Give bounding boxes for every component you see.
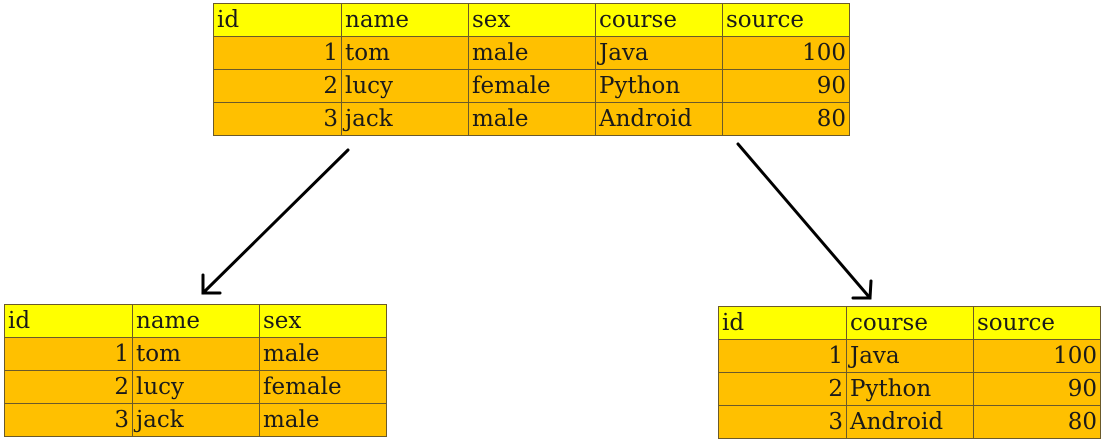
cell-course[interactable]: Python: [595, 69, 723, 103]
cell-course[interactable]: Java: [595, 36, 723, 70]
cell-course[interactable]: Android: [846, 405, 974, 439]
cell-source[interactable]: 80: [722, 102, 850, 136]
table-row: 2 lucy female Python 90: [213, 69, 850, 103]
left-table: id name sex 1 tom male 2 lucy female 3 j…: [4, 304, 387, 437]
cell-name[interactable]: lucy: [132, 370, 260, 404]
cell-course[interactable]: Java: [846, 339, 974, 373]
cell-source[interactable]: 90: [722, 69, 850, 103]
main-table-header-row: id name sex course source: [213, 3, 850, 37]
cell-id[interactable]: 2: [718, 372, 847, 406]
left-table-header-row: id name sex: [4, 304, 387, 338]
cell-id[interactable]: 3: [718, 405, 847, 439]
header-cell[interactable]: source: [722, 3, 850, 37]
cell-source[interactable]: 100: [973, 339, 1101, 373]
cell-name[interactable]: jack: [132, 403, 260, 437]
main-table: id name sex course source 1 tom male Jav…: [213, 3, 850, 136]
table-row: 1 tom male: [4, 337, 387, 371]
cell-name[interactable]: tom: [341, 36, 469, 70]
cell-source[interactable]: 100: [722, 36, 850, 70]
cell-id[interactable]: 2: [213, 69, 342, 103]
header-cell[interactable]: sex: [259, 304, 387, 338]
table-row: 2 lucy female: [4, 370, 387, 404]
arrow-to-right-table: [736, 142, 873, 300]
cell-sex[interactable]: male: [468, 102, 596, 136]
cell-source[interactable]: 90: [973, 372, 1101, 406]
header-cell[interactable]: course: [595, 3, 723, 37]
cell-name[interactable]: lucy: [341, 69, 469, 103]
cell-name[interactable]: jack: [341, 102, 469, 136]
table-row: 3 jack male: [4, 403, 387, 437]
cell-sex[interactable]: male: [259, 337, 387, 371]
header-cell[interactable]: source: [973, 306, 1101, 340]
table-row: 2 Python 90: [718, 372, 1101, 406]
cell-source[interactable]: 80: [973, 405, 1101, 439]
header-cell[interactable]: course: [846, 306, 974, 340]
cell-id[interactable]: 2: [4, 370, 133, 404]
cell-id[interactable]: 1: [718, 339, 847, 373]
table-row: 3 jack male Android 80: [213, 102, 850, 136]
right-table: id course source 1 Java 100 2 Python 90 …: [718, 306, 1101, 439]
right-table-header-row: id course source: [718, 306, 1101, 340]
cell-course[interactable]: Python: [846, 372, 974, 406]
header-cell[interactable]: name: [341, 3, 469, 37]
cell-id[interactable]: 3: [4, 403, 133, 437]
cell-sex[interactable]: male: [259, 403, 387, 437]
cell-id[interactable]: 1: [4, 337, 133, 371]
cell-sex[interactable]: female: [468, 69, 596, 103]
table-row: 1 tom male Java 100: [213, 36, 850, 70]
header-cell[interactable]: name: [132, 304, 260, 338]
header-cell[interactable]: sex: [468, 3, 596, 37]
header-cell[interactable]: id: [718, 306, 847, 340]
cell-sex[interactable]: male: [468, 36, 596, 70]
cell-sex[interactable]: female: [259, 370, 387, 404]
cell-course[interactable]: Android: [595, 102, 723, 136]
header-cell[interactable]: id: [4, 304, 133, 338]
cell-id[interactable]: 3: [213, 102, 342, 136]
table-row: 1 Java 100: [718, 339, 1101, 373]
cell-name[interactable]: tom: [132, 337, 260, 371]
table-row: 3 Android 80: [718, 405, 1101, 439]
header-cell[interactable]: id: [213, 3, 342, 37]
cell-id[interactable]: 1: [213, 36, 342, 70]
arrow-to-left-table: [201, 148, 350, 295]
